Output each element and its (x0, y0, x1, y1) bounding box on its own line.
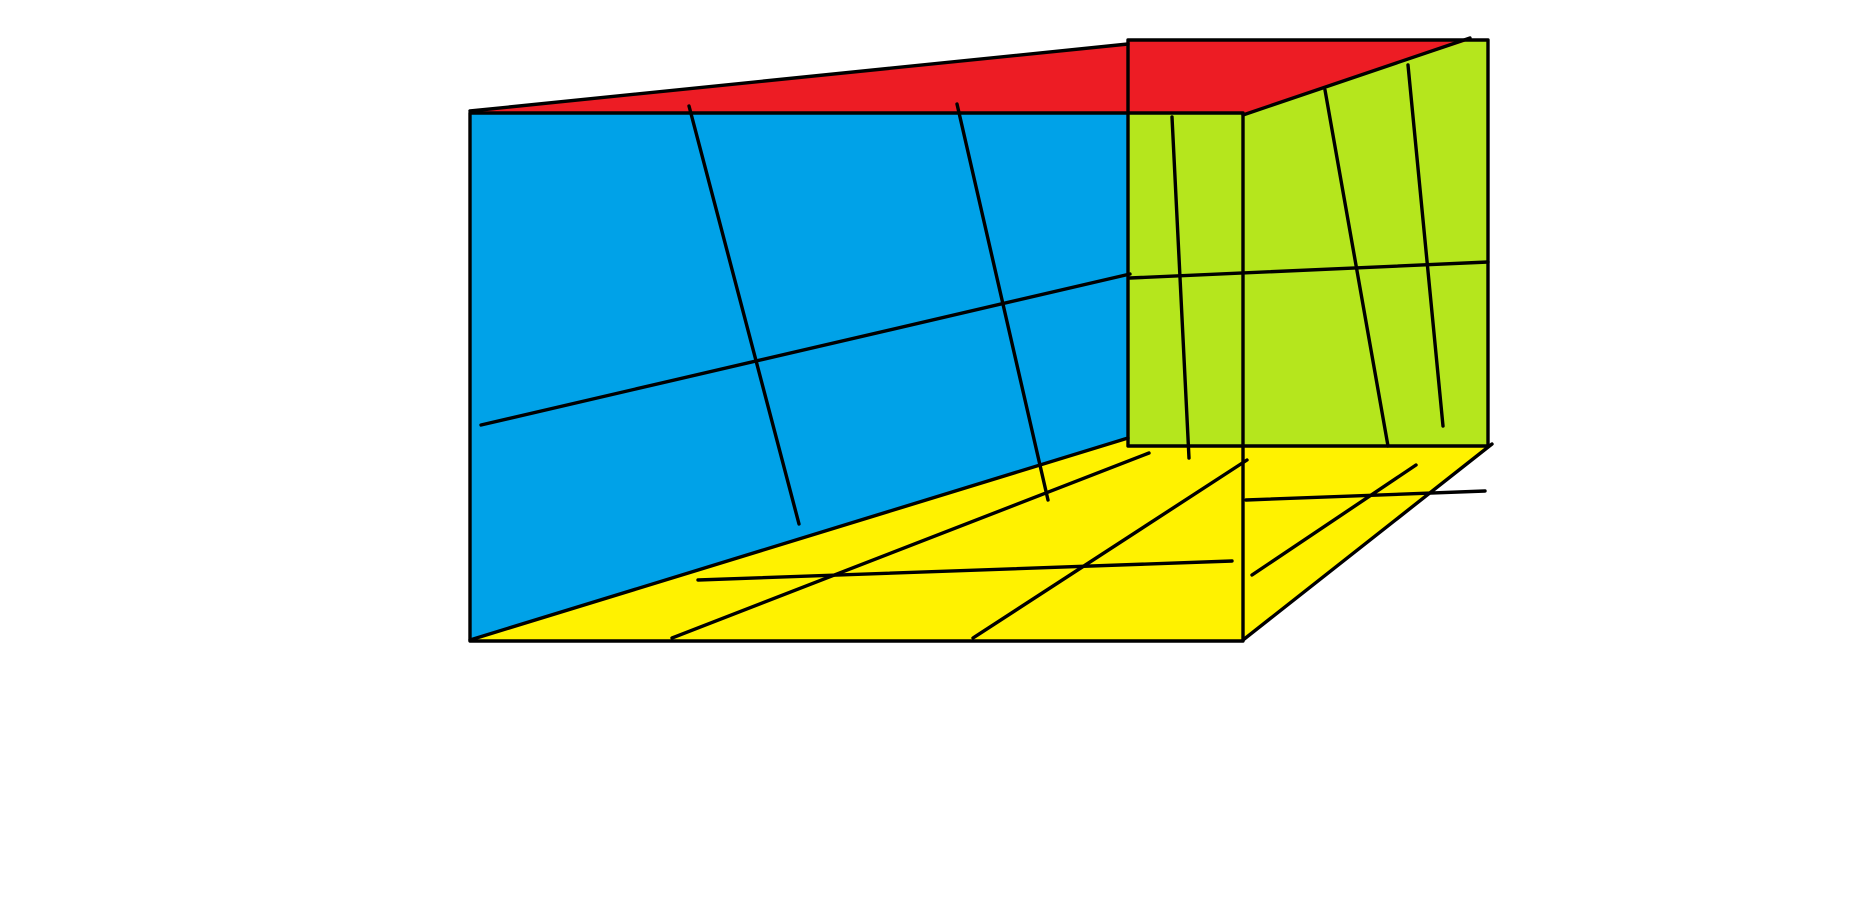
right-wall-grid-vertical-2 (1323, 88, 1390, 448)
left-wall-grid-vertical-1 (687, 104, 801, 526)
floor-grid-horizontal-2 (1244, 489, 1487, 502)
front-rectangle-outline (468, 111, 1245, 643)
left-wall-face (470, 113, 1128, 640)
bottom-right-diagonal-edge (1241, 442, 1494, 642)
left-wall-grid-vertical-2 (955, 102, 1050, 502)
bottom-left-diagonal-edge (468, 436, 1130, 642)
floor-grid-horizontal-1 (696, 559, 1234, 582)
right-wall-face (1243, 40, 1488, 446)
floor-grid-diagonal-3 (1250, 463, 1418, 577)
right-wall-grid-vertical-3 (1406, 63, 1445, 428)
floor-grid-diagonal-2 (971, 458, 1249, 640)
top-left-edge (468, 42, 1130, 113)
back-rectangle-outline (1126, 38, 1490, 448)
floor-face (470, 438, 1492, 640)
right-wall-grid-vertical-1 (1170, 115, 1191, 460)
top-right-diagonal-edge (1241, 36, 1472, 117)
left-wall-grid-horizontal (479, 272, 1132, 427)
floor-grid-diagonal-1 (670, 451, 1151, 640)
